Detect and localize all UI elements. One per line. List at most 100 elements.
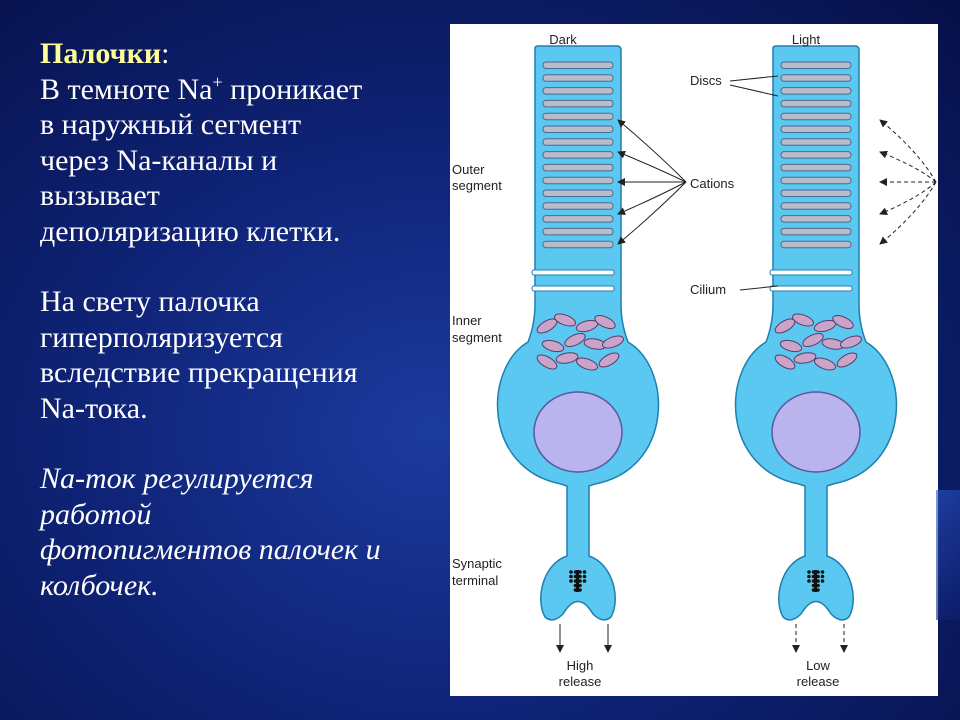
label-high-release-2: release bbox=[559, 674, 602, 689]
nucleus bbox=[771, 391, 861, 473]
disc bbox=[542, 227, 614, 236]
synaptic-vesicle bbox=[820, 570, 825, 574]
disc bbox=[780, 125, 852, 133]
cation-arrow bbox=[617, 119, 687, 183]
text-line: фотопигментов палочек и bbox=[40, 533, 381, 566]
mitochondrion bbox=[793, 352, 817, 364]
synaptic-vesicle bbox=[582, 570, 587, 574]
synaptic-vesicle bbox=[569, 579, 573, 583]
mitochondrion bbox=[792, 313, 814, 327]
slide-text: Палочки: В темноте Na+ проникает в наруж… bbox=[40, 36, 440, 603]
text-line: через Na-каналы и bbox=[40, 143, 278, 177]
label-light: Light bbox=[792, 32, 821, 47]
disc bbox=[542, 163, 614, 172]
paragraph-light: На свету палочка гиперполяризуется вслед… bbox=[40, 284, 440, 426]
mitochondrion bbox=[536, 354, 558, 370]
synaptic-vesicle bbox=[569, 570, 573, 574]
disc bbox=[780, 163, 852, 172]
disc bbox=[780, 202, 852, 210]
nucleus bbox=[533, 391, 623, 473]
label-outer-segment-2: segment bbox=[452, 178, 502, 193]
synaptic-vesicle bbox=[807, 574, 811, 579]
label-low-release-2: release bbox=[797, 674, 840, 689]
cilium-pointer bbox=[739, 285, 779, 291]
cation-arrow bbox=[617, 150, 687, 183]
disc bbox=[780, 61, 852, 69]
synaptic-vesicle bbox=[569, 574, 573, 579]
synaptic-vesicle bbox=[816, 579, 820, 583]
text-line: проникает bbox=[222, 72, 363, 106]
slide-title: Палочки bbox=[40, 37, 162, 70]
label-synaptic-terminal-1: Synaptic bbox=[452, 556, 502, 571]
mitochondrion bbox=[602, 335, 624, 349]
cation-arrow-light bbox=[879, 119, 937, 183]
synaptic-ribbon bbox=[576, 570, 579, 592]
disc bbox=[780, 151, 852, 159]
rod-cell-figure: Dark Light Discs Outer segment Cations C… bbox=[450, 24, 938, 696]
mitochondrion bbox=[840, 335, 862, 349]
text-line: работой bbox=[40, 497, 152, 531]
synaptic-vesicle bbox=[582, 579, 587, 583]
title-colon: : bbox=[161, 37, 170, 70]
synaptic-vesicle bbox=[807, 570, 811, 574]
text-line: колбочек. bbox=[40, 568, 159, 602]
disc bbox=[780, 99, 852, 108]
cation-arrow-light bbox=[879, 181, 937, 245]
mitochondrion bbox=[779, 339, 803, 353]
cells-group bbox=[496, 45, 898, 621]
cilium-slit bbox=[531, 269, 615, 276]
disc bbox=[542, 176, 614, 185]
label-low-release-1: Low bbox=[806, 658, 830, 673]
mitochondrion bbox=[594, 315, 616, 329]
synaptic-vesicle bbox=[816, 570, 820, 574]
disc bbox=[542, 87, 614, 95]
text-line: деполяризацию клетки. bbox=[40, 214, 341, 248]
text-line: гиперполяризуется bbox=[40, 320, 283, 354]
cation-arrow bbox=[617, 181, 687, 215]
cilium-slit bbox=[769, 285, 853, 292]
labels-group: Dark Light Discs Outer segment Cations C… bbox=[452, 32, 839, 689]
label-dark: Dark bbox=[549, 32, 577, 47]
disc bbox=[780, 240, 852, 249]
mitochondrion bbox=[555, 352, 579, 364]
disc bbox=[780, 87, 852, 95]
cilium-slit bbox=[531, 285, 615, 292]
label-cilium: Cilium bbox=[690, 282, 726, 297]
label-outer-segment-1: Outer bbox=[452, 162, 485, 177]
text-line: вследствие прекращения bbox=[40, 356, 358, 389]
mitochondrion bbox=[541, 339, 565, 353]
disc bbox=[542, 138, 614, 146]
arrows-group bbox=[556, 75, 937, 653]
cell-body-light bbox=[734, 45, 898, 621]
disc bbox=[542, 151, 614, 159]
cell-body-dark bbox=[496, 45, 660, 621]
label-discs: Discs bbox=[690, 73, 722, 88]
disc bbox=[542, 125, 614, 133]
disc bbox=[542, 99, 614, 108]
mitochondrion bbox=[774, 354, 796, 370]
synaptic-vesicle bbox=[820, 579, 825, 583]
synaptic-vesicle bbox=[578, 574, 582, 579]
disc bbox=[542, 112, 614, 121]
synaptic-vesicle bbox=[820, 574, 825, 579]
paragraph-dark: Палочки: В темноте Na+ проникает в наруж… bbox=[40, 36, 440, 249]
mitochondrion bbox=[564, 333, 586, 347]
disc bbox=[780, 138, 852, 146]
label-synaptic-terminal-2: terminal bbox=[452, 573, 498, 588]
cation-arrow bbox=[617, 181, 687, 245]
synaptic-vesicle bbox=[578, 583, 582, 588]
discs-pointer bbox=[729, 84, 779, 97]
mitochondrion bbox=[554, 313, 576, 327]
label-high-release-1: High bbox=[567, 658, 594, 673]
synaptic-vesicle bbox=[816, 583, 820, 588]
disc bbox=[780, 74, 852, 82]
discs-pointer bbox=[729, 75, 779, 82]
mitochondrion bbox=[832, 315, 854, 329]
mitochondrion bbox=[576, 357, 598, 371]
disc bbox=[542, 240, 614, 249]
disc bbox=[780, 215, 852, 223]
text-line: На свету палочка bbox=[40, 285, 260, 318]
text-line: Na-тока. bbox=[40, 391, 148, 425]
cilium-slit bbox=[769, 269, 853, 276]
superscript-plus: + bbox=[212, 71, 223, 92]
